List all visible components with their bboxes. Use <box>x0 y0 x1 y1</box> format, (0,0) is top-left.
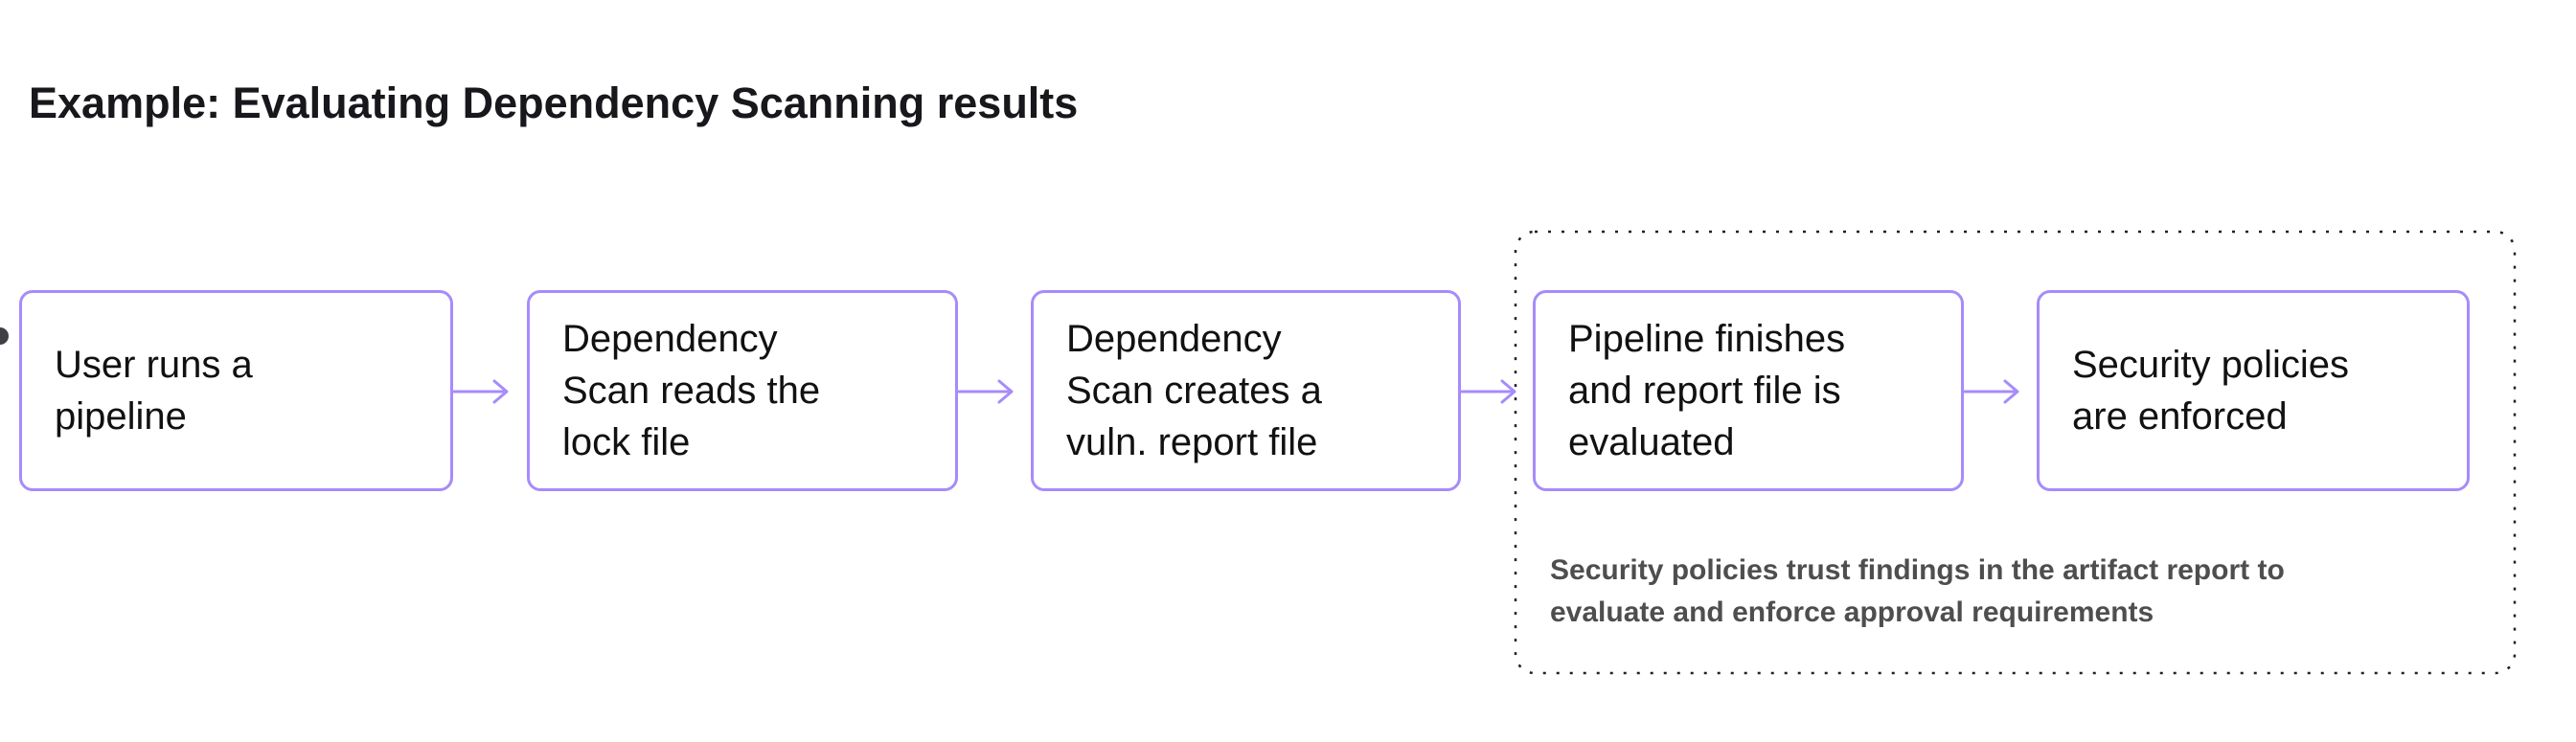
flow-step-label: User runs a pipeline <box>55 344 253 438</box>
flow-step-label: Dependency Scan reads the lock file <box>562 318 821 463</box>
flow-step-pipeline-finishes-report-evaluated: Pipeline finishes and report file is eva… <box>1533 290 1964 491</box>
flow-step-dependency-scan-reads-lock-file: Dependency Scan reads the lock file <box>527 290 958 491</box>
flow-arrow-icon <box>1964 379 2019 404</box>
flow-step-label: Dependency Scan creates a vuln. report f… <box>1066 318 1322 463</box>
flow-step-label: Security policies are enforced <box>2072 344 2350 438</box>
flow-arrow-icon <box>453 379 509 404</box>
flow-step-dependency-scan-creates-report: Dependency Scan creates a vuln. report f… <box>1031 290 1461 491</box>
flow-arrow-icon <box>1461 379 1516 404</box>
flow-step-security-policies-enforced: Security policies are enforced <box>2037 290 2470 491</box>
policy-note: Security policies trust findings in the … <box>1550 554 2285 628</box>
flow-arrow-icon <box>958 379 1014 404</box>
flow-step-user-runs-pipeline: User runs a pipeline <box>19 290 453 491</box>
policy-evaluation-group-frame <box>1514 230 2517 675</box>
flow-step-label: Pipeline finishes and report file is eva… <box>1568 318 1846 463</box>
page-title: Example: Evaluating Dependency Scanning … <box>29 79 1079 127</box>
clipped-bullet-dot <box>0 327 9 345</box>
